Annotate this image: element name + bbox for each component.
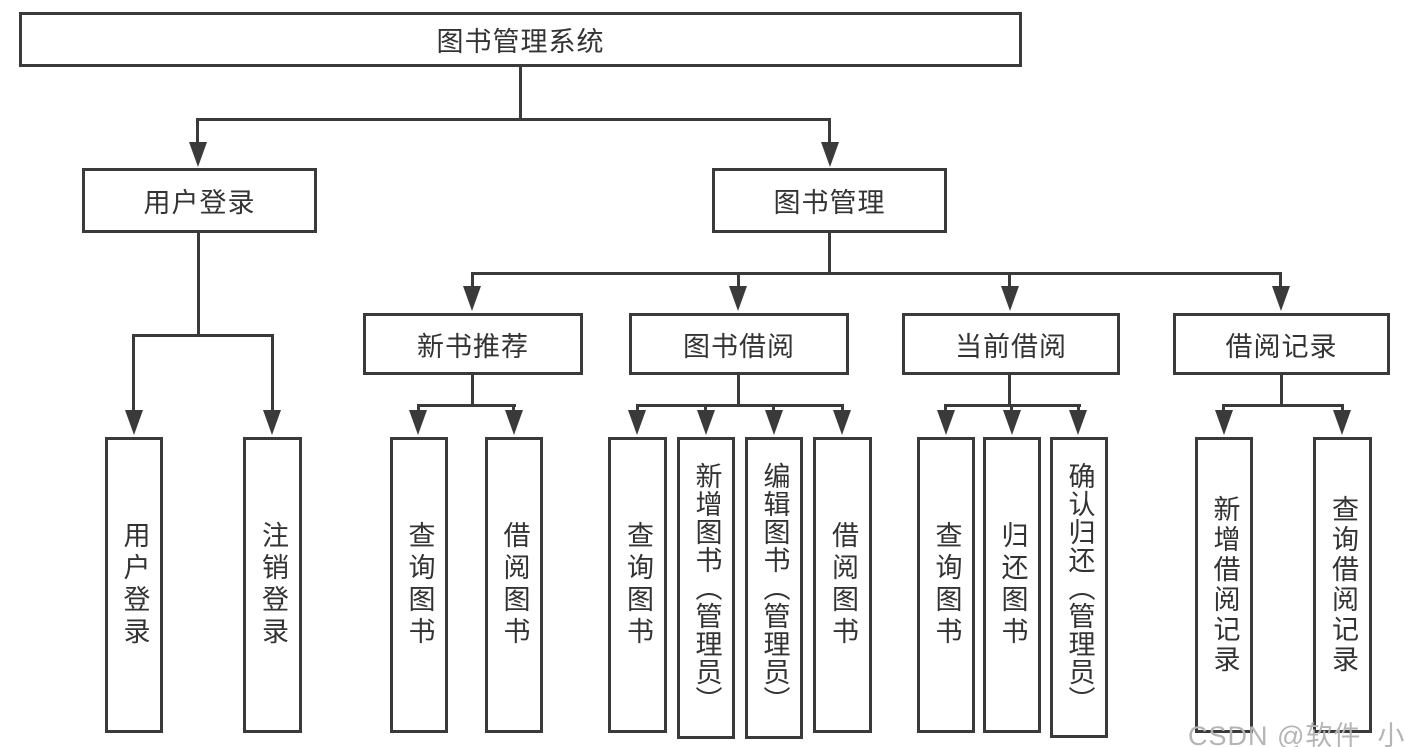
leaf-borrow-books-recommend: 借阅图书 [485,437,543,733]
connector-vline [828,118,831,146]
arrow-down-icon [833,410,851,435]
arrow-down-icon [505,410,523,435]
leaf-query-books-current: 查询图书 [917,437,975,733]
arrow-down-icon [697,410,715,435]
leaf-borrow-books-borrowing: 借阅图书 [813,437,872,733]
connector-vline [197,233,200,336]
connector-hline [197,118,831,121]
leaf-return-books: 归还图书 [983,437,1041,733]
arrow-down-icon [125,410,143,435]
connector-vline [737,375,740,406]
connector-hline [417,404,516,407]
connector-vline [944,404,947,413]
connector-vline [132,334,135,411]
connector-vline [1341,404,1344,413]
node-book-management: 图书管理 [712,168,947,233]
connector-vline [271,334,274,411]
node-root: 图书管理系统 [19,12,1022,67]
arrow-down-icon [1333,410,1351,435]
leaf-add-books-admin: 新增图书（管理员） [677,437,735,739]
connector-vline [772,404,775,413]
arrow-down-icon [1069,410,1087,435]
connector-vline [828,233,831,274]
arrow-down-icon [821,142,839,167]
leaf-edit-books-admin: 编辑图书（管理员） [745,437,803,739]
node-book-borrowing: 图书借阅 [629,313,849,375]
connector-vline [519,67,522,120]
arrow-down-icon [1001,286,1019,311]
arrow-down-icon [729,286,747,311]
arrow-down-icon [409,410,427,435]
connector-vline [1222,404,1225,413]
leaf-logout: 注销登录 [243,437,302,733]
connector-vline [1008,272,1011,288]
connector-vline [737,272,740,288]
leaf-user-login: 用户登录 [105,437,163,733]
connector-vline [196,118,199,146]
node-borrowing-records: 借阅记录 [1173,313,1390,375]
watermark: CSDN @软件_小贺同学 [1188,721,1405,747]
connector-vline [1077,404,1080,413]
connector-vline [841,404,844,413]
arrow-down-icon [263,410,281,435]
connector-hline [471,272,1282,275]
arrow-down-icon [189,142,207,167]
leaf-query-borrow-record: 查询借阅记录 [1313,437,1372,733]
connector-hline [132,334,274,337]
connector-vline [512,404,515,413]
arrow-down-icon [463,286,481,311]
arrow-down-icon [1272,286,1290,311]
leaf-query-books-borrowing: 查询图书 [608,437,667,733]
node-new-book-recommendation: 新书推荐 [363,313,583,375]
connector-vline [1280,375,1283,406]
arrow-down-icon [1003,410,1021,435]
arrow-down-icon [628,410,646,435]
connector-vline [1008,375,1011,406]
leaf-add-borrow-record: 新增借阅记录 [1195,437,1253,733]
leaf-query-books-recommend: 查询图书 [390,437,448,733]
node-current-borrowing: 当前借阅 [902,313,1120,375]
connector-vline [704,404,707,413]
connector-vline [1279,272,1282,288]
connector-hline [1222,404,1344,407]
arrow-down-icon [937,410,955,435]
connector-hline [636,404,844,407]
connector-vline [1010,404,1013,413]
leaf-confirm-return-admin: 确认归还（管理员） [1050,437,1108,738]
arrow-down-icon [765,410,783,435]
connector-vline [471,272,474,288]
connector-vline [636,404,639,413]
node-user-login: 用户登录 [82,168,317,233]
connector-vline [471,375,474,406]
connector-vline [417,404,420,413]
arrow-down-icon [1215,410,1233,435]
